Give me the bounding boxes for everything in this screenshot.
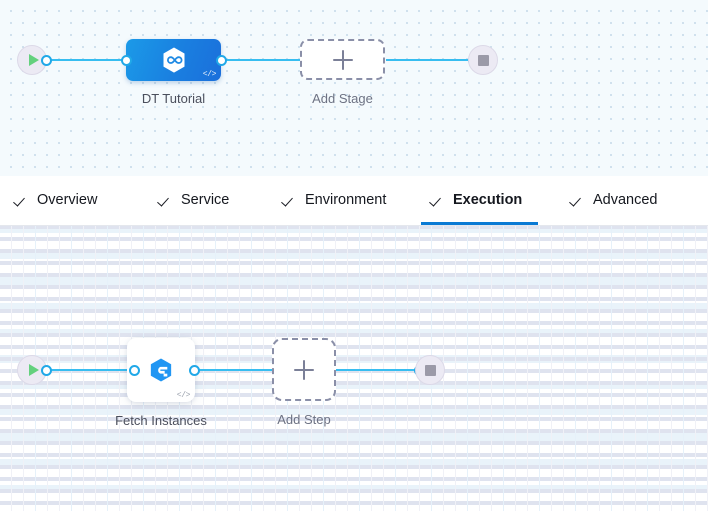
stage-config-tabs: Overview Service Environment Execution A…	[0, 176, 708, 226]
play-icon	[28, 54, 39, 66]
execution-step-canvas[interactable]: </> Fetch Instances Add Step	[0, 225, 708, 511]
edge-stage-to-add-stage	[220, 59, 302, 61]
tab-label: Overview	[37, 192, 98, 208]
step-output-port[interactable]	[189, 364, 200, 376]
stage-output-port[interactable]	[216, 54, 227, 66]
edge-add-step-to-end	[336, 369, 418, 371]
play-icon	[28, 364, 39, 376]
add-stage-button[interactable]	[300, 39, 385, 80]
add-step-button[interactable]	[272, 338, 336, 401]
code-marker-icon: </>	[202, 70, 217, 79]
plus-icon	[294, 359, 314, 380]
tab-service[interactable]: Service	[160, 176, 229, 224]
tab-label: Service	[181, 192, 230, 208]
add-stage-label: Add Stage	[312, 91, 373, 106]
tab-environment[interactable]: Environment	[284, 176, 386, 224]
stop-icon	[477, 54, 489, 66]
tab-execution[interactable]: Execution	[432, 176, 522, 224]
tab-label: Execution	[453, 192, 523, 208]
edge-add-stage-to-end	[386, 59, 472, 61]
check-icon	[572, 194, 585, 207]
check-icon	[432, 194, 445, 207]
step-input-port[interactable]	[129, 364, 140, 376]
stage-node-dt-tutorial[interactable]: </>	[126, 39, 221, 81]
hexagon-infinity-icon	[163, 47, 184, 73]
pipeline-end-node[interactable]	[468, 45, 498, 75]
execution-end-node[interactable]	[415, 355, 445, 385]
stage-node-label: DT Tutorial	[141, 91, 206, 106]
tab-label: Advanced	[593, 192, 658, 208]
tab-overview[interactable]: Overview	[16, 176, 97, 224]
stage-input-port[interactable]	[121, 54, 132, 66]
check-icon	[160, 194, 173, 207]
step-start-output-port[interactable]	[41, 364, 52, 376]
step-node-label: Fetch Instances	[115, 413, 207, 428]
edge-start-to-stage	[46, 59, 130, 61]
edge-start-to-step	[46, 369, 134, 371]
check-icon	[16, 194, 29, 207]
start-output-port[interactable]	[41, 54, 52, 66]
harness-e-icon	[150, 358, 172, 382]
plus-icon	[332, 49, 353, 70]
tab-label: Environment	[305, 192, 387, 208]
pipeline-stage-canvas[interactable]: </> DT Tutorial Add Stage	[0, 0, 708, 176]
tab-advanced[interactable]: Advanced	[572, 176, 658, 224]
check-icon	[284, 194, 297, 207]
active-tab-indicator	[421, 222, 538, 225]
add-step-label: Add Step	[277, 412, 331, 427]
code-marker-icon: </>	[176, 391, 191, 400]
stop-icon	[424, 364, 436, 376]
edge-step-to-add-step	[194, 369, 274, 371]
